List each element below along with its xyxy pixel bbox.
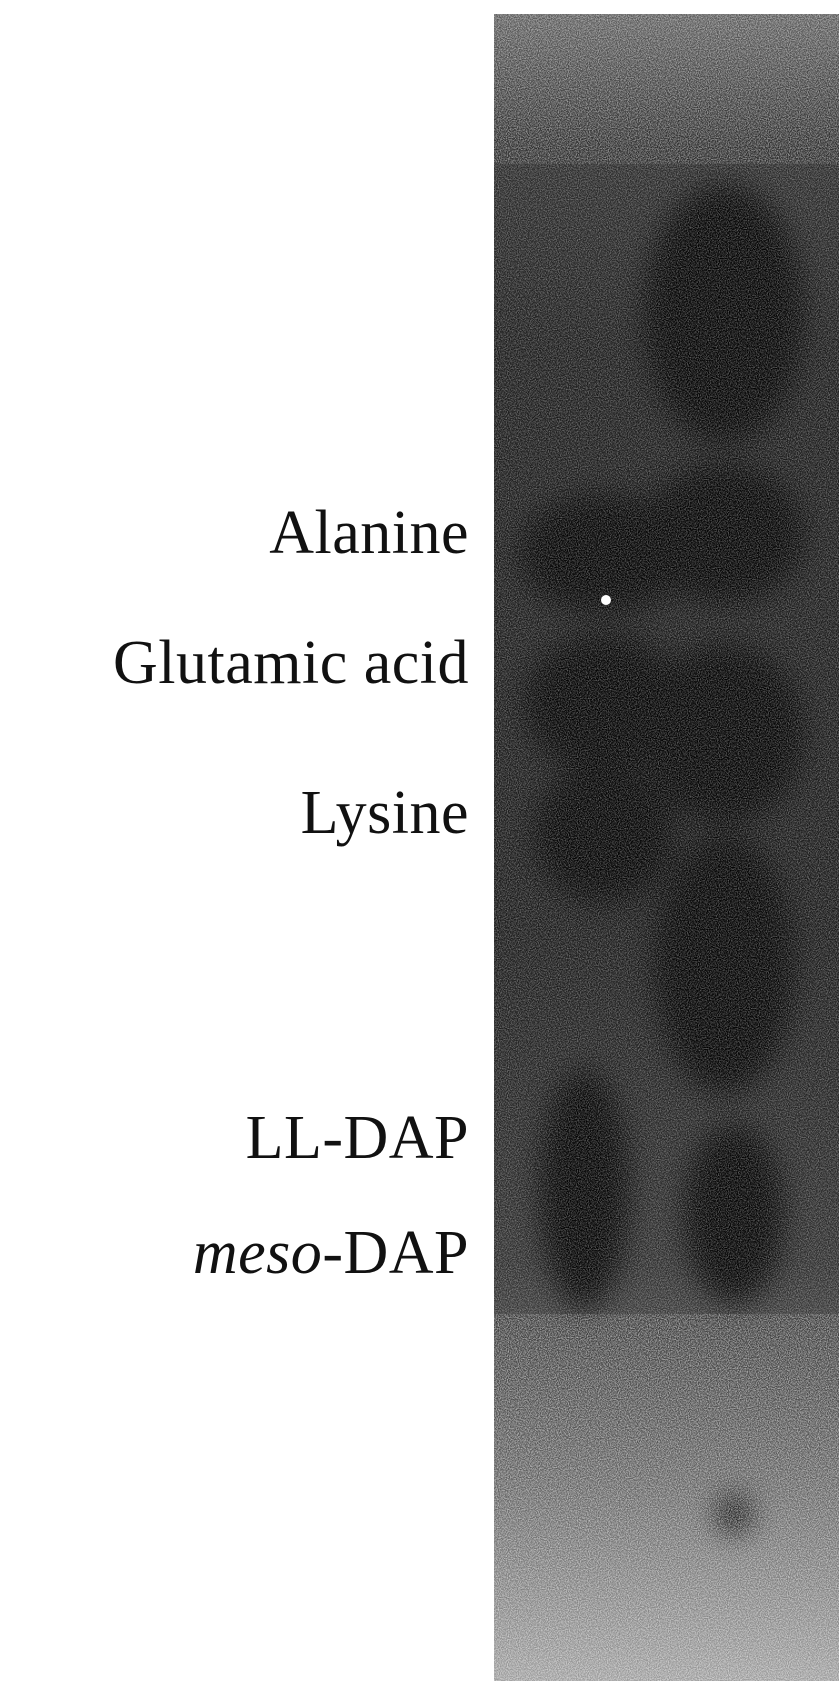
chromatogram-strip-image bbox=[494, 14, 839, 1681]
label-meso-prefix: meso bbox=[192, 1219, 323, 1287]
label-lysine: Lysine bbox=[300, 779, 469, 847]
label-meso-suffix: -DAP bbox=[322, 1219, 469, 1287]
label-alanine: Alanine bbox=[269, 499, 469, 567]
label-glutamic-acid: Glutamic acid bbox=[113, 629, 469, 697]
bright-speck bbox=[601, 595, 611, 605]
label-meso-dap: meso-DAP bbox=[193, 1222, 469, 1284]
label-ll-dap: LL-DAP bbox=[245, 1104, 469, 1172]
